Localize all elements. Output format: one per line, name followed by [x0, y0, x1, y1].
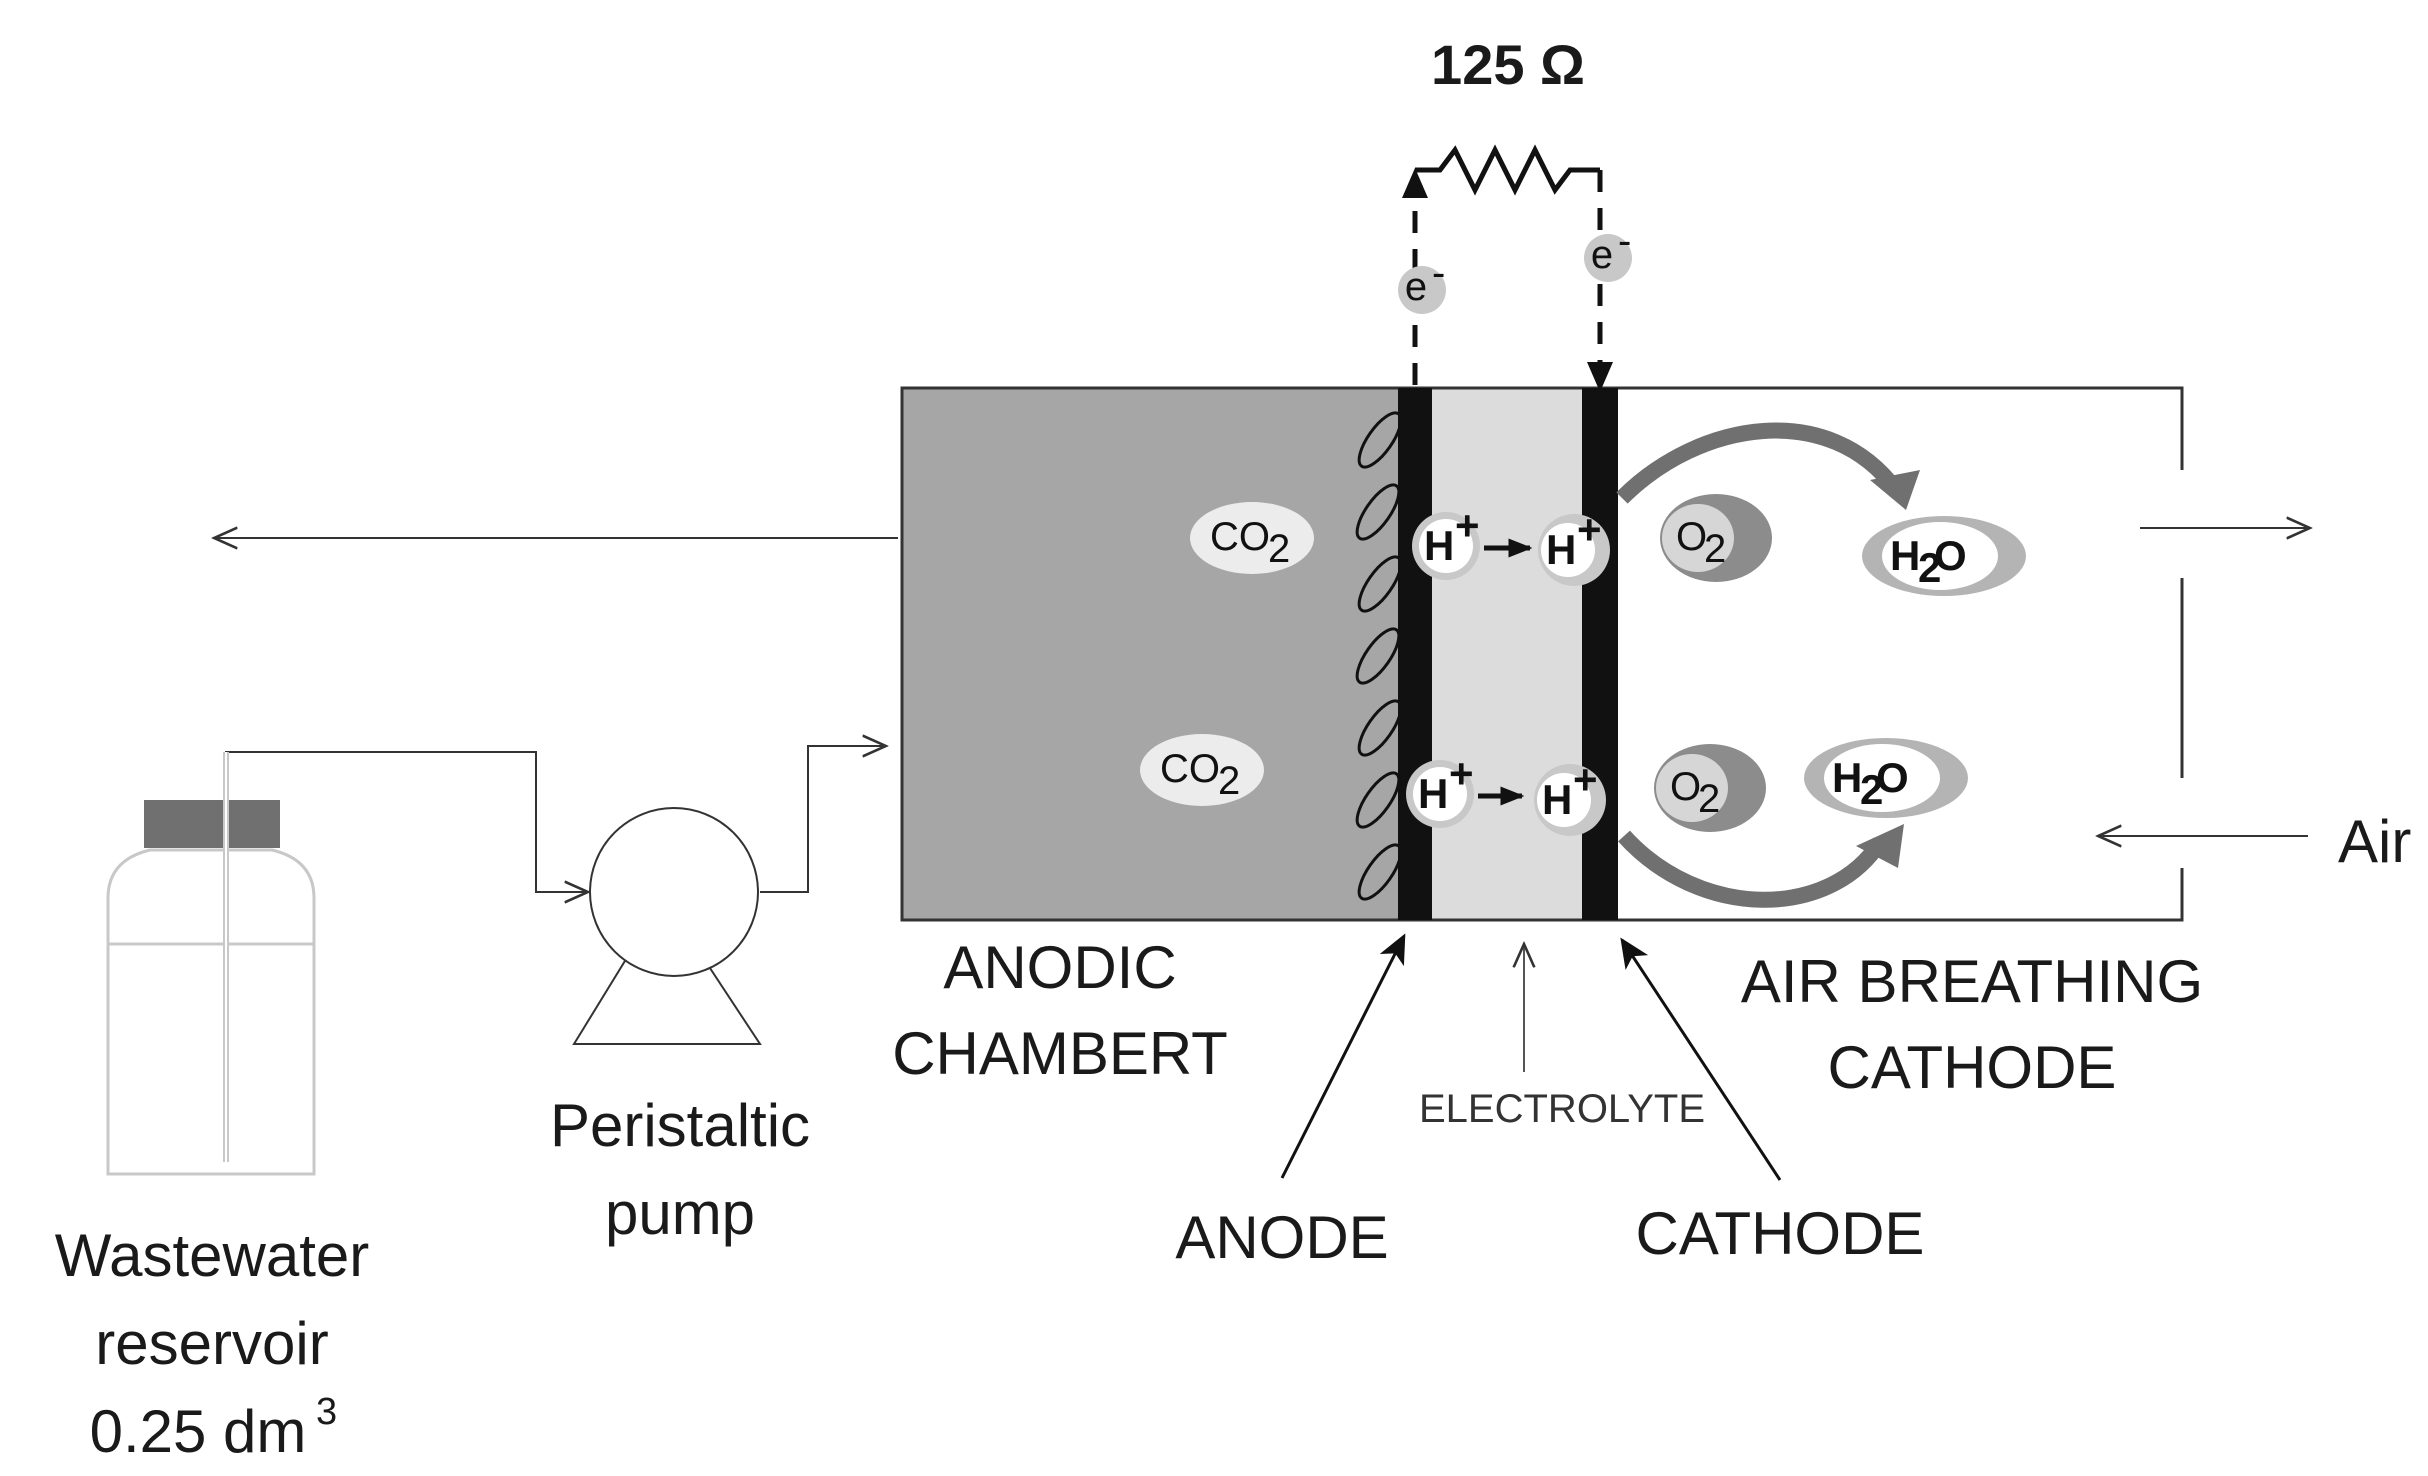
svg-text:+: +	[1577, 506, 1602, 553]
svg-text:-: -	[1432, 251, 1445, 295]
svg-text:O: O	[1670, 765, 1701, 809]
resistor-symbol	[1415, 144, 1600, 196]
reaction-arrowhead-upper	[1870, 470, 1920, 510]
resistor-label: 125 Ω	[1431, 33, 1585, 96]
svg-text:O: O	[1934, 532, 1967, 579]
co2-bubble-upper: CO 2	[1190, 502, 1314, 574]
reservoir-volume-superscript: 3	[316, 1391, 337, 1433]
svg-text:e: e	[1405, 265, 1427, 309]
anode-pointer	[1280, 933, 1406, 1179]
cathode-chamber	[902, 386, 2184, 922]
svg-text:H: H	[1542, 776, 1572, 823]
anodic-chamber-label-line1: ANODIC	[943, 934, 1176, 1001]
proton-cathode-upper: H +	[1538, 506, 1610, 586]
wire-right-arrowhead	[1587, 362, 1613, 392]
anodic-chamber	[900, 386, 1414, 922]
reservoir-label-line1: Wastewater	[55, 1222, 370, 1289]
reaction-arrowhead-lower	[1856, 824, 1904, 868]
svg-text:O: O	[1676, 515, 1707, 559]
svg-text:CO: CO	[1160, 747, 1220, 791]
biofilm	[1355, 411, 1403, 901]
svg-text:e: e	[1591, 233, 1613, 277]
electrolyte-label: ELECTROLYTE	[1419, 1087, 1705, 1131]
reaction-arrow-upper	[1616, 422, 1903, 504]
svg-text:+: +	[1573, 756, 1598, 803]
reservoir-label-line2: reservoir	[95, 1310, 328, 1377]
cathode-pointer	[1620, 937, 1782, 1181]
wire-left-arrowhead	[1402, 168, 1428, 198]
h2o-bubble-lower: H 2 O	[1804, 738, 1968, 818]
svg-text:H: H	[1832, 754, 1862, 801]
electron-left: e -	[1398, 251, 1446, 314]
reservoir-label-line3: 0.25 dm	[90, 1398, 307, 1465]
anodic-chamber-label-line2: CHAMBERT	[892, 1020, 1228, 1087]
electron-right: e -	[1584, 219, 1632, 282]
o2-bubble-lower: O 2	[1654, 744, 1766, 832]
proton-anode-lower: H +	[1406, 750, 1474, 828]
svg-text:2: 2	[1698, 777, 1720, 821]
electrolyte-region	[1412, 388, 1592, 920]
reaction-arrow-lower	[1618, 830, 1887, 908]
air-label: Air	[2338, 808, 2411, 875]
co2-bubble-lower: CO 2	[1140, 734, 1264, 806]
svg-text:CO: CO	[1210, 515, 1270, 559]
external-circuit	[1412, 144, 1603, 385]
air-breathing-cathode-label-line1: AIR BREATHING	[1741, 948, 2203, 1015]
svg-text:2: 2	[1704, 527, 1726, 571]
air-breathing-cathode-label-line2: CATHODE	[1828, 1034, 2117, 1101]
svg-text:-: -	[1618, 219, 1631, 263]
proton-cathode-lower: H +	[1534, 756, 1606, 836]
wastewater-reservoir	[106, 752, 316, 1176]
pump-to-chamber-line	[760, 746, 886, 893]
svg-text:H: H	[1546, 526, 1576, 573]
svg-text:+: +	[1449, 750, 1474, 797]
proton-anode-upper: H +	[1412, 502, 1480, 580]
svg-text:2: 2	[1268, 527, 1290, 571]
peristaltic-pump	[572, 807, 762, 1045]
anode-electrode	[1398, 388, 1432, 920]
svg-text:+: +	[1455, 502, 1480, 549]
h2o-bubble-upper: H 2 O	[1862, 516, 2026, 596]
svg-text:2: 2	[1918, 544, 1941, 591]
anode-label: ANODE	[1175, 1204, 1388, 1271]
svg-text:H: H	[1890, 532, 1920, 579]
o2-bubble-upper: O 2	[1660, 494, 1772, 582]
cathode-label: CATHODE	[1636, 1200, 1925, 1267]
svg-text:2: 2	[1218, 759, 1240, 803]
svg-text:O: O	[1876, 754, 1909, 801]
svg-text:2: 2	[1860, 766, 1883, 813]
cathode-electrode	[1582, 388, 1618, 920]
pump-label-line2: pump	[605, 1180, 755, 1247]
svg-text:H: H	[1418, 770, 1448, 817]
pump-label-line1: Peristaltic	[550, 1092, 810, 1159]
svg-text:H: H	[1424, 522, 1454, 569]
